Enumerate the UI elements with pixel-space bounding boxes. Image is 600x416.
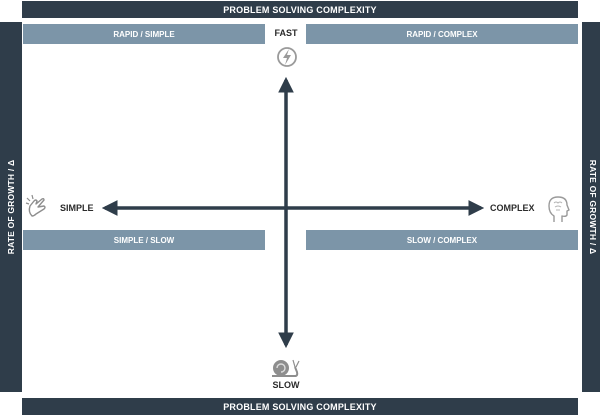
- top-banner: PROBLEM SOLVING COMPLEXITY: [22, 1, 578, 18]
- axis-label-slow: SLOW: [272, 380, 300, 390]
- axis-label-fast: FAST: [274, 28, 298, 38]
- quadrant-simple-slow: SIMPLE / SLOW: [23, 230, 265, 250]
- bottom-banner: PROBLEM SOLVING COMPLEXITY: [22, 398, 578, 415]
- quadrant-rapid-complex: RAPID / COMPLEX: [306, 24, 578, 44]
- quadrant-slow-complex: SLOW / COMPLEX: [306, 230, 578, 250]
- axis-label-complex: COMPLEX: [490, 203, 535, 213]
- head-profile-icon: [548, 196, 570, 222]
- left-banner: RATE OF GROWTH / Δ: [0, 22, 22, 392]
- right-banner: RATE OF GROWTH / Δ: [582, 22, 600, 392]
- lightning-icon: [277, 47, 297, 67]
- snail-icon: [272, 359, 300, 377]
- snapping-fingers-icon: [25, 194, 46, 217]
- quadrant-rapid-simple: RAPID / SIMPLE: [23, 24, 265, 44]
- axis-label-simple: SIMPLE: [60, 203, 94, 213]
